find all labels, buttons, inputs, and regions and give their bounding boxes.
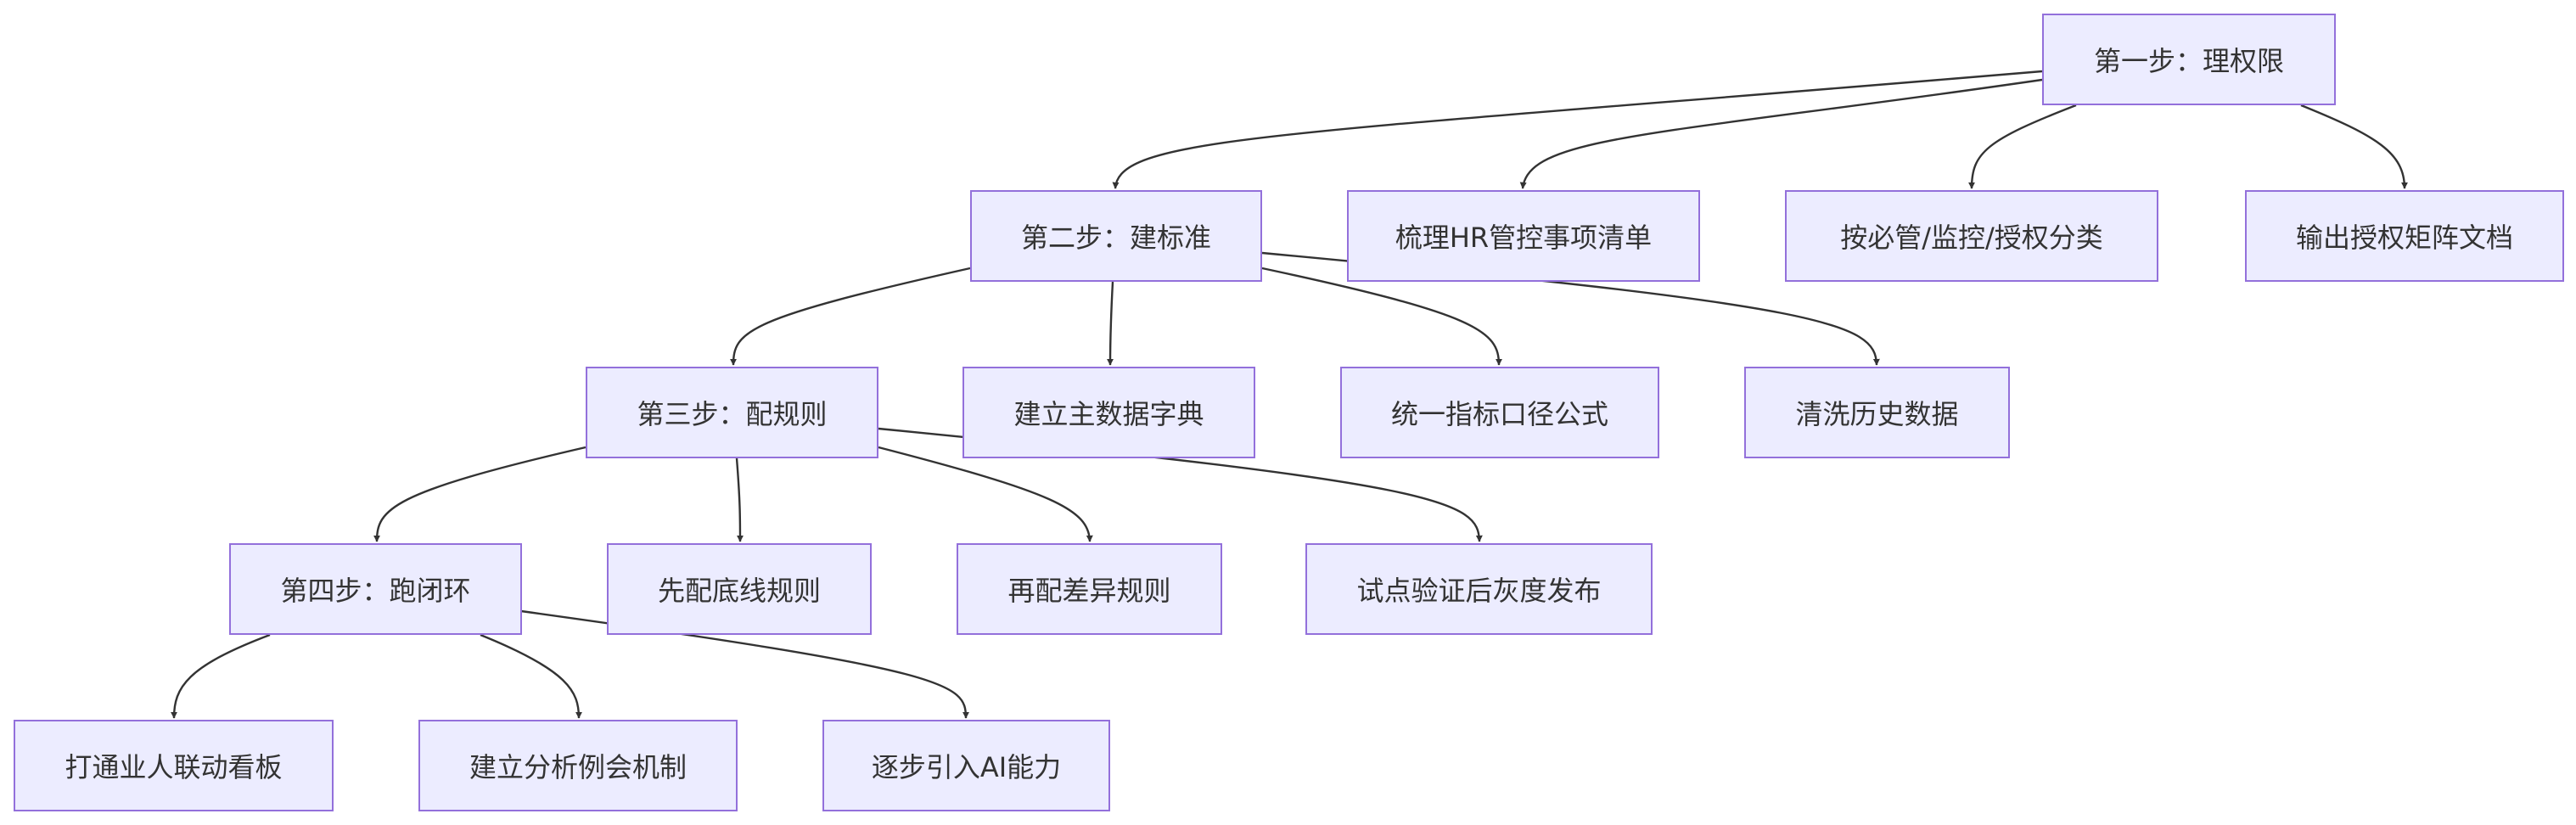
node-s1-c: 输出授权矩阵文档 bbox=[2245, 190, 2564, 282]
node-s1-a: 梳理HR管控事项清单 bbox=[1347, 190, 1700, 282]
node-step4: 第四步：跑闭环 bbox=[229, 543, 522, 635]
edge-step1-s1-a bbox=[1519, 78, 2043, 189]
edge-step3-step4 bbox=[373, 446, 586, 542]
node-label: 试点验证后灰度发布 bbox=[1356, 575, 1602, 607]
node-s2-b: 统一指标口径公式 bbox=[1340, 367, 1659, 458]
node-s2-a: 建立主数据字典 bbox=[962, 367, 1255, 458]
node-label: 先配底线规则 bbox=[657, 575, 821, 607]
edge-step4-s4-b bbox=[480, 633, 582, 719]
node-label: 统一指标口径公式 bbox=[1390, 398, 1608, 430]
node-step2: 第二步：建标准 bbox=[970, 190, 1262, 282]
node-s4-b: 建立分析例会机制 bbox=[418, 720, 738, 811]
edge-step2-step3 bbox=[730, 267, 971, 366]
node-label: 输出授权矩阵文档 bbox=[2295, 222, 2513, 254]
node-label: 建立主数据字典 bbox=[1013, 398, 1204, 430]
node-step3: 第三步：配规则 bbox=[586, 367, 878, 458]
node-s3-a: 先配底线规则 bbox=[607, 543, 872, 635]
node-label: 按必管/监控/授权分类 bbox=[1840, 222, 2103, 254]
edge-step3-s3-a bbox=[735, 457, 744, 542]
node-label: 第四步：跑闭环 bbox=[280, 575, 471, 607]
edge-step1-step2 bbox=[1112, 70, 2043, 189]
node-s2-c: 清洗历史数据 bbox=[1744, 367, 2010, 458]
node-label: 第二步：建标准 bbox=[1020, 222, 1211, 254]
node-label: 逐步引入AI能力 bbox=[871, 751, 1062, 783]
node-label: 再配差异规则 bbox=[1007, 575, 1171, 607]
edge-step4-s4-a bbox=[171, 633, 271, 719]
node-label: 第三步：配规则 bbox=[637, 398, 828, 430]
edge-step2-s2-a bbox=[1107, 281, 1114, 366]
edge-step3-s3-b bbox=[878, 446, 1093, 542]
node-s1-b: 按必管/监控/授权分类 bbox=[1785, 190, 2158, 282]
node-label: 打通业人联动看板 bbox=[65, 751, 283, 783]
node-s4-a: 打通业人联动看板 bbox=[14, 720, 334, 811]
node-step1: 第一步：理权限 bbox=[2042, 14, 2336, 105]
node-s3-b: 再配差异规则 bbox=[957, 543, 1222, 635]
edge-step1-s1-c bbox=[2300, 104, 2408, 189]
edge-step1-s1-b bbox=[1968, 104, 2077, 189]
node-label: 清洗历史数据 bbox=[1795, 398, 1959, 430]
node-s3-c: 试点验证后灰度发布 bbox=[1305, 543, 1653, 635]
node-label: 梳理HR管控事项清单 bbox=[1395, 222, 1653, 254]
node-label: 建立分析例会机制 bbox=[469, 751, 687, 783]
node-s4-c: 逐步引入AI能力 bbox=[822, 720, 1110, 811]
edge-step2-s2-b bbox=[1261, 267, 1502, 366]
node-label: 第一步：理权限 bbox=[2093, 45, 2284, 77]
